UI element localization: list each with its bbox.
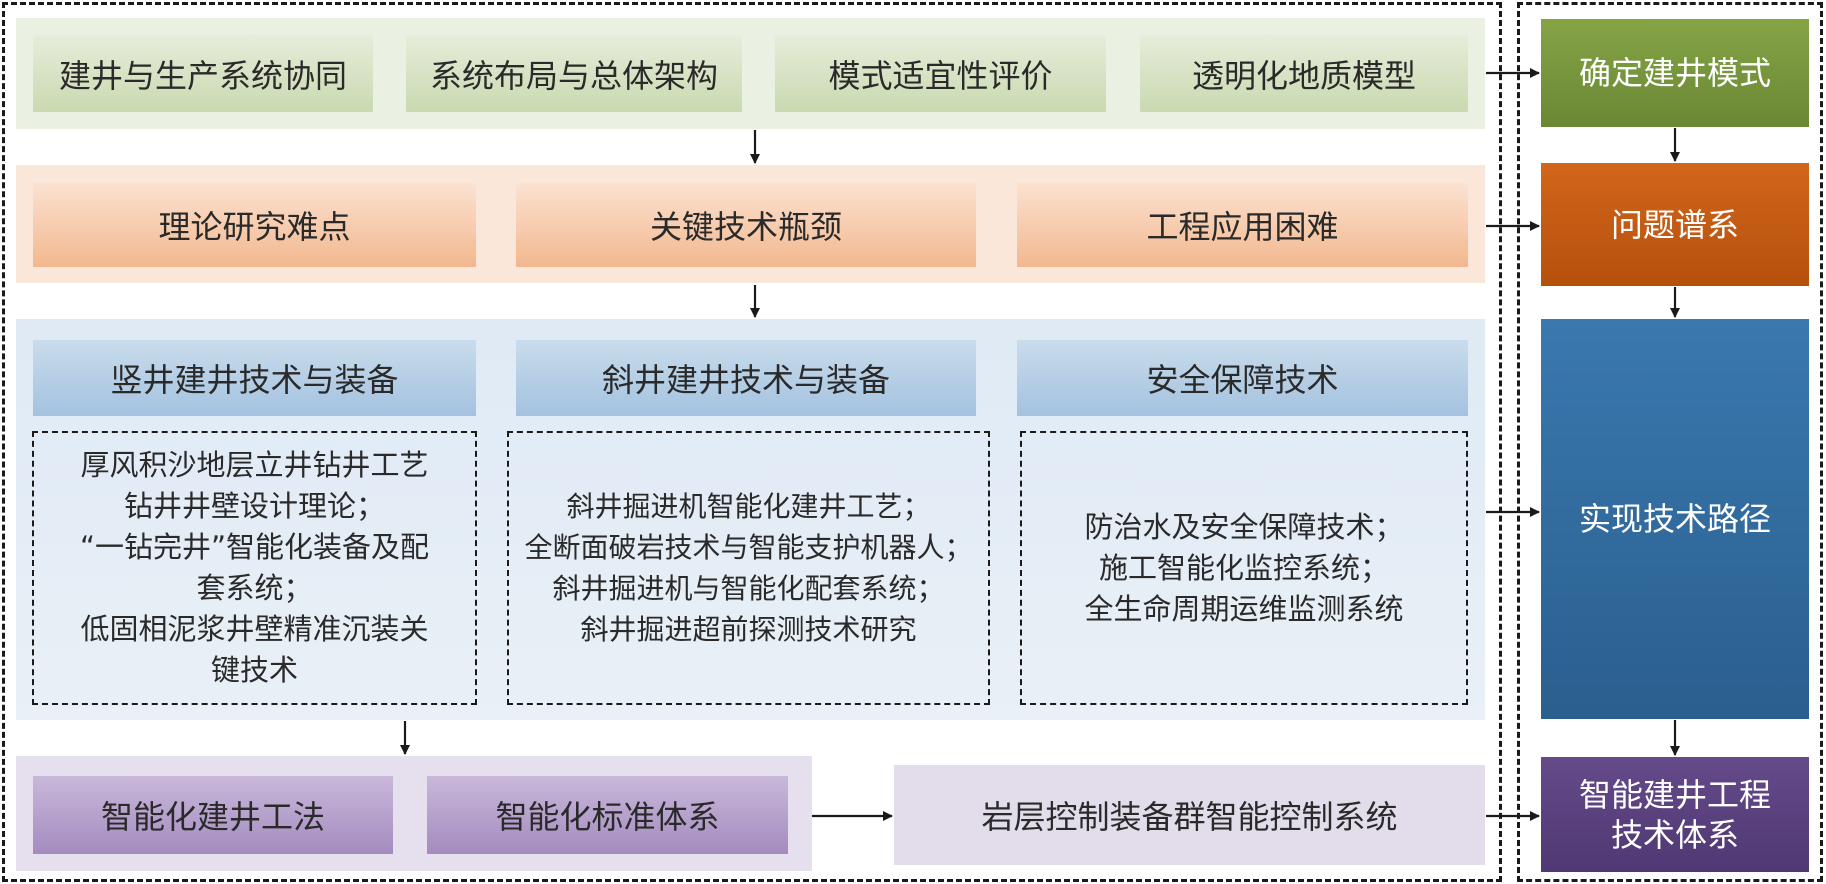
left-dashed-frame <box>2 2 1502 882</box>
detail-line: 斜井掘进机智能化建井工艺； <box>566 490 931 523</box>
right-box-mode: 确定建井模式 <box>1541 19 1809 127</box>
row1-label-1: 建井与生产系统协同 <box>58 56 347 95</box>
detail-box-safety: 防治水及安全保障技术； 施工智能化监控系统； 全生命周期运维监测系统 <box>1020 431 1468 705</box>
row4-box-3: 岩层控制装备群智能控制系统 <box>894 765 1485 865</box>
detail-box-shaft: 厚风积沙地层立井钻井工艺 钻井井壁设计理论； “一钻完井”智能化装备及配 套系统… <box>32 431 477 705</box>
row3-header-2: 斜井建井技术与装备 <box>516 340 976 416</box>
right-box-path: 实现技术路径 <box>1541 319 1809 719</box>
detail-line: 套系统； <box>196 571 313 605</box>
right-label: 确定建井模式 <box>1578 54 1771 92</box>
row4-label-1: 智能化建井工法 <box>100 798 325 836</box>
detail-line: 厚风积沙地层立井钻井工艺 <box>80 448 429 482</box>
detail-line: 钻井井壁设计理论； <box>123 489 385 523</box>
row1-label-2: 系统布局与总体架构 <box>429 56 718 95</box>
detail-line: 施工智能化监控系统； <box>1098 550 1389 585</box>
row1-box-3: 模式适宜性评价 <box>775 35 1106 112</box>
detail-line: 斜井掘进机与智能化配套系统； <box>552 572 945 605</box>
row2-label-2: 关键技术瓶颈 <box>649 208 842 246</box>
detail-line: 全生命周期运维监测系统 <box>1084 591 1404 626</box>
row2-box-3: 工程应用困难 <box>1017 183 1468 267</box>
row1-box-4: 透明化地质模型 <box>1140 35 1468 112</box>
detail-line: 全断面破岩技术与智能支护机器人； <box>524 531 973 564</box>
row1-label-3: 模式适宜性评价 <box>828 56 1053 95</box>
right-label: 问题谱系 <box>1610 205 1739 244</box>
row3-header-3: 安全保障技术 <box>1017 340 1468 416</box>
row2-box-1: 理论研究难点 <box>33 183 476 267</box>
detail-box-incline: 斜井掘进机智能化建井工艺； 全断面破岩技术与智能支护机器人； 斜井掘进机与智能化… <box>507 431 990 705</box>
detail-line: 斜井掘进超前探测技术研究 <box>580 613 917 646</box>
row3-header-label-2: 斜井建井技术与装备 <box>601 361 890 399</box>
row3-header-1: 竖井建井技术与装备 <box>33 340 476 416</box>
row4-label-3: 岩层控制装备群智能控制系统 <box>981 798 1398 836</box>
row1-label-4: 透明化地质模型 <box>1191 56 1416 95</box>
row1-box-2: 系统布局与总体架构 <box>406 35 742 112</box>
row4-box-1: 智能化建井工法 <box>33 776 393 854</box>
row1-box-1: 建井与生产系统协同 <box>33 35 373 112</box>
right-label: 技术体系 <box>1610 815 1739 854</box>
row2-label-3: 工程应用困难 <box>1146 208 1339 246</box>
row3-header-label-1: 竖井建井技术与装备 <box>110 361 399 399</box>
row4-box-2: 智能化标准体系 <box>427 776 788 854</box>
right-box-problems: 问题谱系 <box>1541 163 1809 286</box>
row3-header-label-3: 安全保障技术 <box>1146 361 1339 399</box>
detail-line: 低固相泥浆井壁精准沉装关 <box>80 612 429 646</box>
right-dashed-frame <box>1517 2 1823 882</box>
detail-line: “一钻完井”智能化装备及配 <box>79 530 430 564</box>
row2-label-1: 理论研究难点 <box>158 208 351 246</box>
right-label: 智能建井工程 <box>1578 775 1771 814</box>
detail-line: 键技术 <box>210 653 298 687</box>
right-box-system: 智能建井工程 技术体系 <box>1541 757 1809 872</box>
row4-label-2: 智能化标准体系 <box>495 798 720 836</box>
detail-line: 防治水及安全保障技术； <box>1084 509 1404 544</box>
row2-box-2: 关键技术瓶颈 <box>516 183 976 267</box>
right-label: 实现技术路径 <box>1578 500 1771 538</box>
